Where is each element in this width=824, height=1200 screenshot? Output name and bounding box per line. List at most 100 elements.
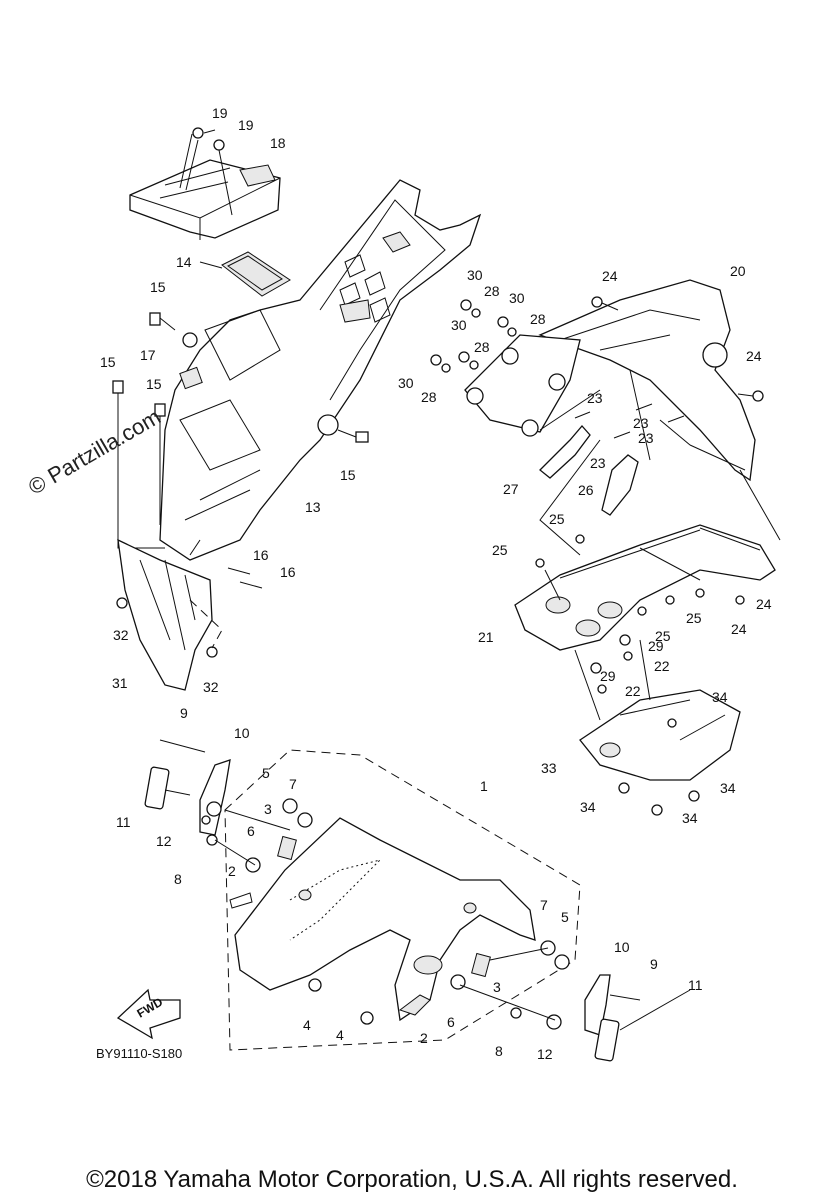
- callout-34: 34: [682, 810, 698, 826]
- callout-15: 15: [340, 467, 356, 483]
- callout-20: 20: [730, 263, 746, 279]
- grommet-set: [430, 299, 517, 373]
- callout-32: 32: [203, 679, 219, 695]
- callout-28: 28: [530, 311, 546, 327]
- callout-30: 30: [509, 290, 525, 306]
- callout-18: 18: [270, 135, 286, 151]
- callout-12: 12: [537, 1046, 553, 1062]
- callout-22: 22: [654, 658, 670, 674]
- fwd-arrow-icon: FWD: [116, 988, 181, 1040]
- callout-5: 5: [262, 765, 270, 781]
- callout-21: 21: [478, 629, 494, 645]
- callout-16: 16: [253, 547, 269, 563]
- callout-30: 30: [451, 317, 467, 333]
- bolt-15-d: [355, 431, 369, 443]
- callout-7: 7: [289, 776, 297, 792]
- callout-10: 10: [614, 939, 630, 955]
- callout-6: 6: [247, 823, 255, 839]
- bolt-15-a: [149, 312, 161, 326]
- callout-3: 3: [493, 979, 501, 995]
- callout-6: 6: [447, 1014, 455, 1030]
- callout-23: 23: [590, 455, 606, 471]
- bolt-24-b: [752, 390, 764, 402]
- mount-bracket-10-right: [584, 974, 611, 1036]
- callout-1: 1: [480, 778, 488, 794]
- callout-23: 23: [633, 415, 649, 431]
- reflector-11-left: [144, 766, 170, 810]
- callout-30: 30: [467, 267, 483, 283]
- bolt-32-a: [116, 597, 128, 609]
- callout-27: 27: [503, 481, 519, 497]
- callout-28: 28: [421, 389, 437, 405]
- callout-10: 10: [234, 725, 250, 741]
- callout-12: 12: [156, 833, 172, 849]
- callout-25: 25: [655, 628, 671, 644]
- callout-25: 25: [549, 511, 565, 527]
- diagram-code: BY91110-S180: [96, 1046, 183, 1061]
- callout-9: 9: [180, 705, 188, 721]
- rear-cover-part: [579, 689, 741, 781]
- callout-22: 22: [625, 683, 641, 699]
- callout-33: 33: [541, 760, 557, 776]
- callout-8: 8: [495, 1043, 503, 1059]
- callout-15: 15: [100, 354, 116, 370]
- callout-9: 9: [650, 956, 658, 972]
- bolt-15-b: [112, 380, 124, 402]
- callout-30: 30: [398, 375, 414, 391]
- callout-28: 28: [484, 283, 500, 299]
- callout-26: 26: [578, 482, 594, 498]
- callout-13: 13: [305, 499, 321, 515]
- callout-24: 24: [731, 621, 747, 637]
- callout-23: 23: [638, 430, 654, 446]
- latch-26-part: [601, 454, 639, 516]
- callout-15: 15: [150, 279, 166, 295]
- rear-frame-part: [159, 179, 482, 561]
- callout-2: 2: [228, 863, 236, 879]
- callout-19: 19: [238, 117, 254, 133]
- callout-19: 19: [212, 105, 228, 121]
- callout-11: 11: [688, 977, 703, 993]
- callout-29: 29: [648, 638, 664, 654]
- callout-23: 23: [587, 390, 603, 406]
- callout-34: 34: [720, 780, 736, 796]
- callout-15: 15: [146, 376, 162, 392]
- callout-28: 28: [474, 339, 490, 355]
- mount-bracket-10-left: [199, 759, 231, 836]
- callout-32: 32: [113, 627, 129, 643]
- grab-bar-part: [538, 279, 756, 482]
- bolt-19-a: [192, 127, 204, 139]
- callout-25: 25: [686, 610, 702, 626]
- bolt-32-b: [206, 646, 218, 658]
- latch-27-part: [539, 425, 591, 479]
- pad-part: [221, 251, 291, 297]
- rear-bracket-part: [514, 524, 776, 651]
- callout-16: 16: [280, 564, 296, 580]
- bolt-set-21: [535, 534, 745, 694]
- callout-4: 4: [336, 1027, 344, 1043]
- callout-17: 17: [140, 347, 156, 363]
- callout-24: 24: [746, 348, 762, 364]
- callout-24: 24: [602, 268, 618, 284]
- bolt-19-b: [213, 139, 225, 151]
- copyright-notice: ©2018 Yamaha Motor Corporation, U.S.A. A…: [86, 1166, 738, 1193]
- callout-4: 4: [303, 1017, 311, 1033]
- callout-7: 7: [540, 897, 548, 913]
- callout-3: 3: [264, 801, 272, 817]
- callout-24: 24: [756, 596, 772, 612]
- callout-11: 11: [116, 814, 131, 830]
- callout-31: 31: [112, 675, 128, 691]
- callout-5: 5: [561, 909, 569, 925]
- callout-25: 25: [492, 542, 508, 558]
- callout-34: 34: [580, 799, 596, 815]
- bracket-plate-part: [464, 334, 581, 437]
- battery-tray-part: [129, 159, 281, 240]
- reflector-11-right: [594, 1018, 620, 1062]
- bolt-24-a: [591, 296, 603, 308]
- bolt-set-34: [618, 718, 700, 816]
- callout-34: 34: [712, 689, 728, 705]
- callout-14: 14: [176, 254, 192, 270]
- mudguard-part: [117, 538, 213, 691]
- callout-29: 29: [600, 668, 616, 684]
